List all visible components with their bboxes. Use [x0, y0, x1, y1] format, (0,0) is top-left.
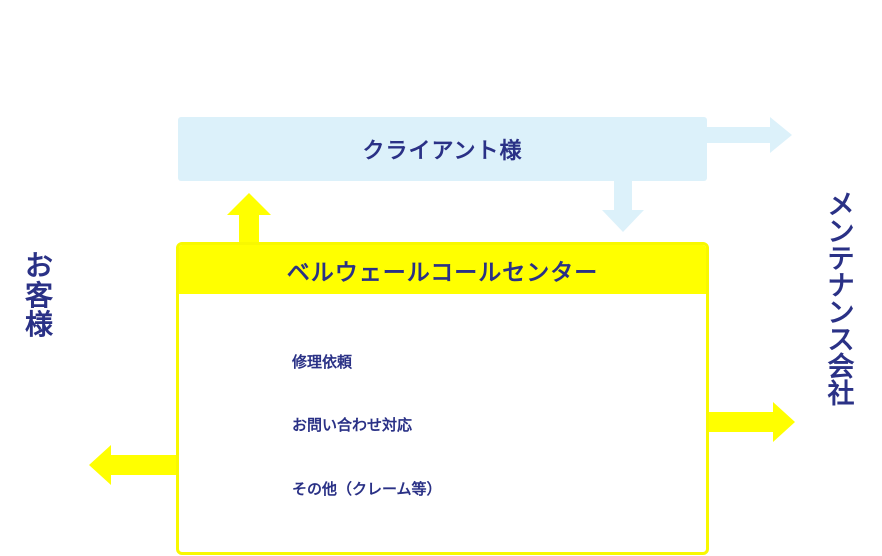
call-center-title: ベルウェールコールセンター [286, 259, 599, 286]
client-box: クライアント様 [178, 117, 707, 181]
label-char: 会 [827, 352, 855, 383]
client-label: クライアント様 [362, 139, 523, 164]
label-char: ン [827, 217, 855, 248]
center-to-client-arrow [227, 193, 271, 245]
label-char: 社 [827, 379, 855, 410]
call-center-header: ベルウェールコールセンター [179, 245, 706, 294]
client-to-center-arrow [602, 180, 644, 232]
label-char: テ [827, 244, 855, 275]
service-item-repair: 修理依頼 [292, 353, 353, 371]
service-item-inquiry: お問い合わせ対応 [292, 416, 413, 434]
label-char: 様 [24, 308, 53, 342]
client-to-maintenance-arrow [706, 117, 792, 153]
label-char: ス [827, 325, 855, 356]
label-char: ナ [827, 271, 855, 302]
center-to-customer-arrow [89, 445, 179, 485]
center-to-maintenance-arrow [707, 402, 795, 442]
service-item-other: その他（クレーム等） [292, 480, 442, 498]
call-center-box: ベルウェールコールセンター 修理依頼 お問い合わせ対応 その他（クレーム等） [176, 242, 709, 555]
label-char: 客 [24, 278, 53, 312]
label-char: お [24, 249, 53, 282]
label-char: ン [827, 298, 855, 329]
label-char: メ [827, 190, 855, 221]
customer-label: お客様 [21, 251, 57, 340]
maintenance-label: メンテナンス会社 [823, 192, 859, 408]
